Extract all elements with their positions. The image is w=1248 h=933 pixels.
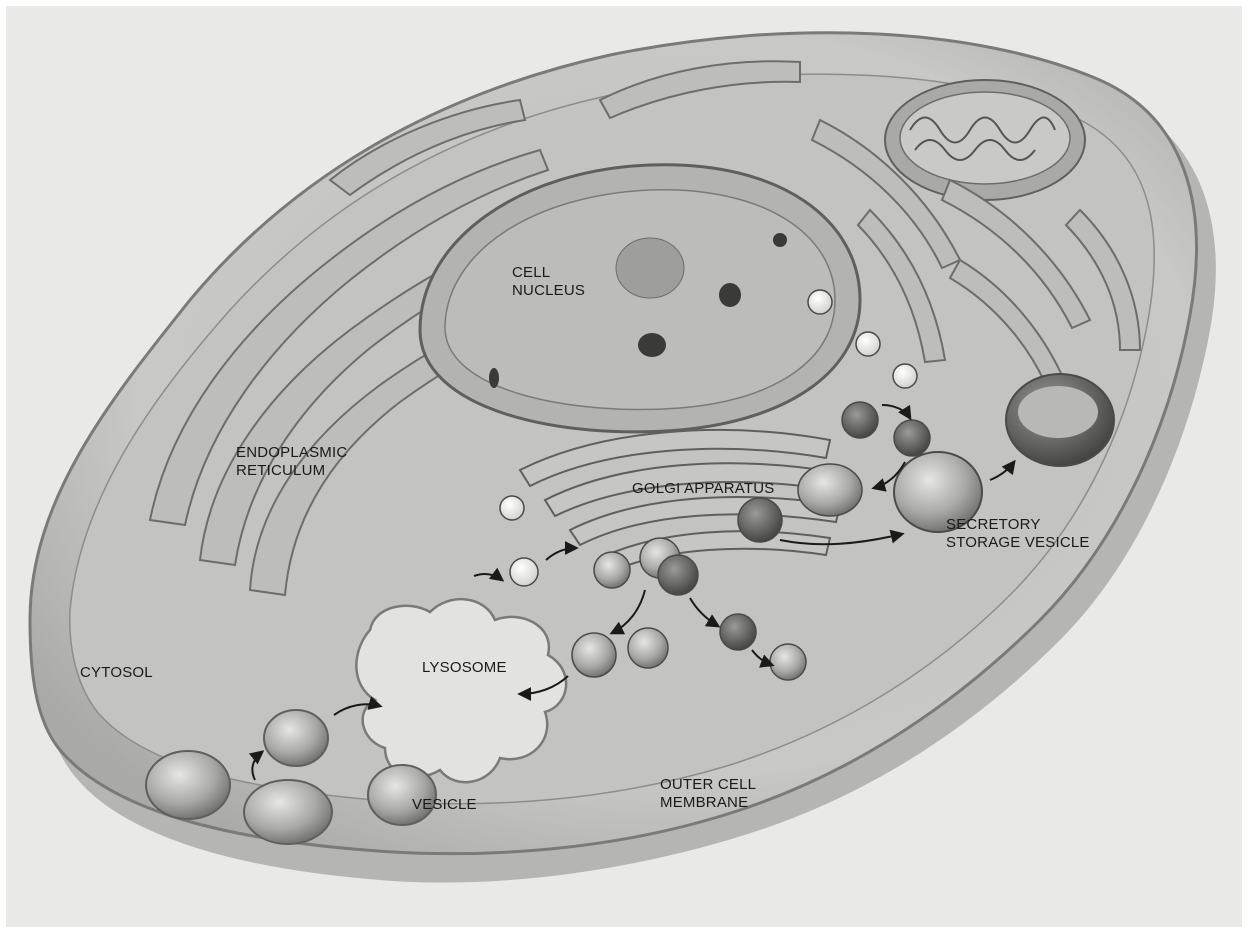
label-er-line1: ENDOPLASMIC <box>236 444 347 462</box>
label-vesicle: VESICLE <box>412 796 477 814</box>
label-membrane-line1: OUTER CELL <box>660 776 756 794</box>
label-secretory-storage-vesicle: SECRETORY STORAGE VESICLE <box>946 516 1090 552</box>
label-er-line2: RETICULUM <box>236 462 347 480</box>
label-golgi-line1: GOLGI APPARATUS <box>632 480 774 498</box>
nucleolus <box>616 238 684 298</box>
label-lysosome: LYSOSOME <box>422 659 507 677</box>
label-endoplasmic-reticulum: ENDOPLASMIC RETICULUM <box>236 444 347 480</box>
label-membrane-line2: MEMBRANE <box>660 794 756 812</box>
mitochondrion <box>885 80 1085 200</box>
label-lysosome-line1: LYSOSOME <box>422 659 507 677</box>
label-secretory-line1: SECRETORY <box>946 516 1090 534</box>
label-cell-nucleus-line2: NUCLEUS <box>512 282 585 300</box>
label-secretory-line2: STORAGE VESICLE <box>946 534 1090 552</box>
label-outer-cell-membrane: OUTER CELL MEMBRANE <box>660 776 756 812</box>
label-cytosol: CYTOSOL <box>80 664 153 682</box>
label-cell-nucleus: CELL NUCLEUS <box>512 264 585 300</box>
label-cytosol-line1: CYTOSOL <box>80 664 153 682</box>
label-vesicle-line1: VESICLE <box>412 796 477 814</box>
label-golgi-apparatus: GOLGI APPARATUS <box>632 480 774 498</box>
label-cell-nucleus-line1: CELL <box>512 264 585 282</box>
